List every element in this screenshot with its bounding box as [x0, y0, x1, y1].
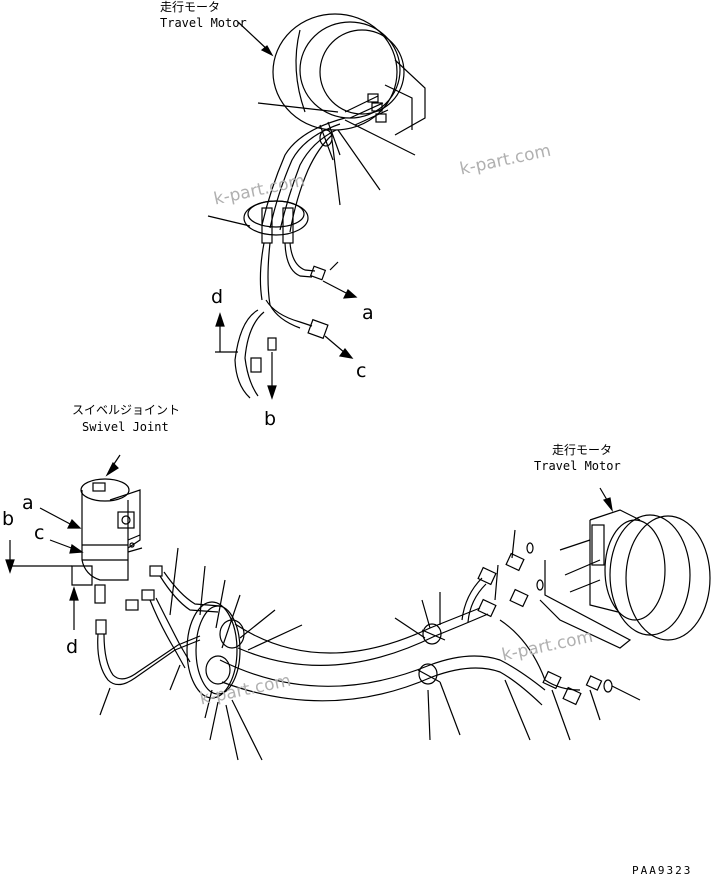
- ref-letter-left-d: d: [66, 636, 79, 658]
- drawing-code: PAA9323: [632, 864, 693, 877]
- swivel-joint-label-en: Swivel Joint: [82, 420, 169, 434]
- top-arrows: [215, 280, 358, 400]
- top-lower-hoses: [234, 242, 329, 399]
- ref-letter-left-c: c: [34, 522, 45, 544]
- long-hoses: [219, 542, 613, 706]
- ref-letter-top-a: a: [362, 302, 374, 324]
- ref-letter-left-b: b: [2, 508, 15, 530]
- top-travel-motor: [272, 13, 426, 136]
- top-ring-clamp: [243, 200, 309, 244]
- lower-left-hoses: [95, 565, 221, 686]
- travel-motor-top-label-jp: 走行モータ: [160, 0, 221, 14]
- right-travel-motor: [539, 487, 711, 649]
- swivel-joint: [71, 454, 143, 604]
- travel-motor-right-label-en: Travel Motor: [534, 459, 621, 473]
- travel-motor-right-label-jp: 走行モータ: [552, 443, 613, 457]
- lower-ring-clamp: [186, 601, 245, 699]
- ref-letter-top-d: d: [211, 286, 224, 308]
- lower-leader-lines: [99, 529, 641, 761]
- top-leader-lines: [207, 21, 416, 271]
- travel-motor-top-label-en: Travel Motor: [160, 16, 247, 30]
- ref-letter-top-c: c: [356, 360, 367, 382]
- swivel-joint-label-jp: スイベルジョイント: [72, 403, 181, 417]
- top-hose-bundle: [261, 117, 346, 233]
- ref-letter-top-b: b: [264, 408, 277, 430]
- swivel-arrows: [5, 507, 84, 630]
- ref-letter-left-a: a: [22, 492, 34, 514]
